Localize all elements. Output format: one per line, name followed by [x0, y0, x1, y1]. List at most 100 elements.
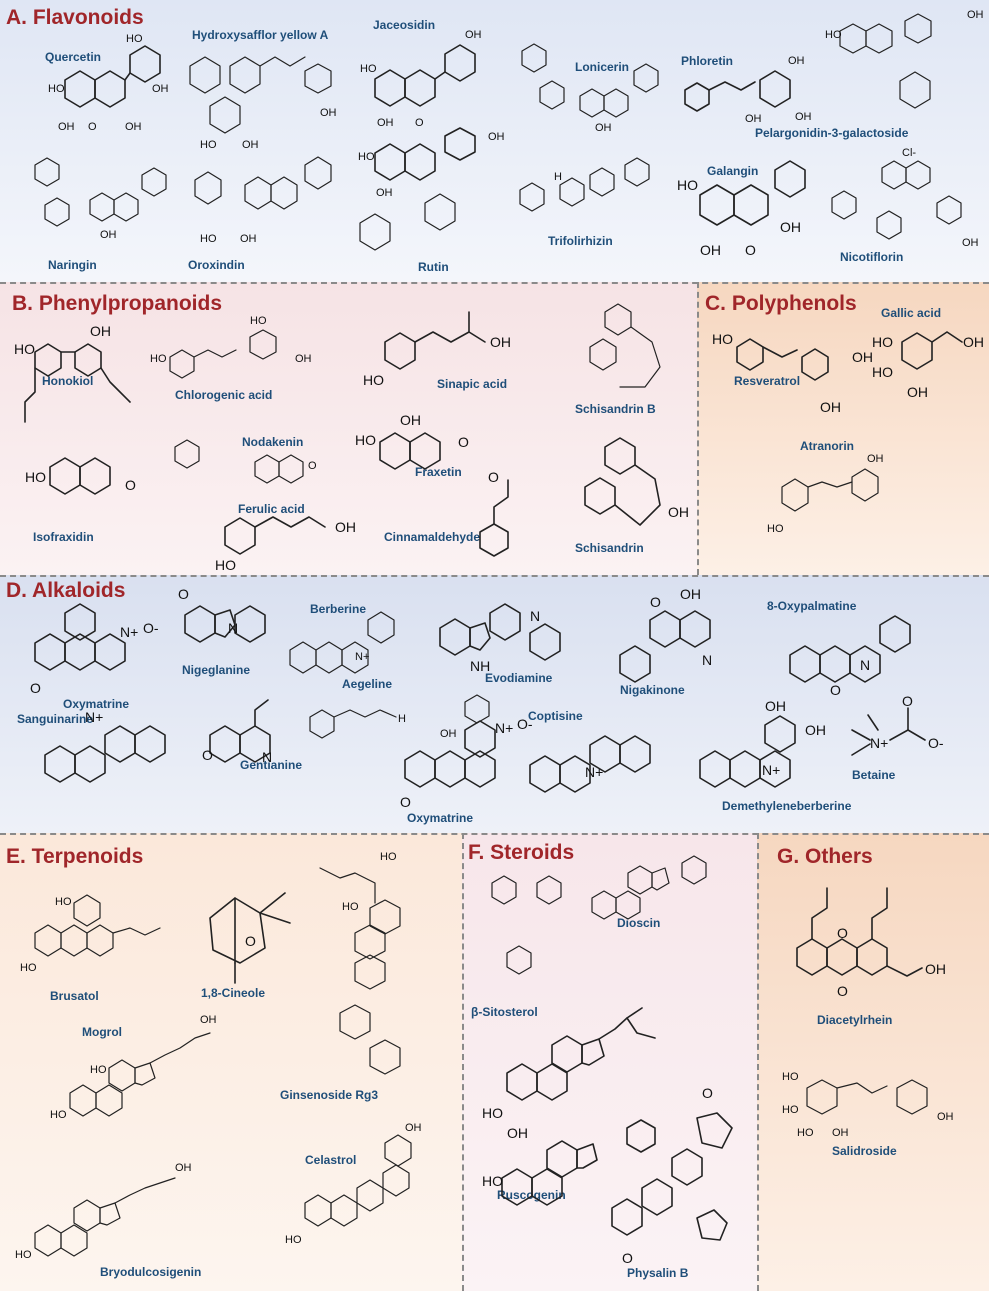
compound-berberine: Berberine N+	[275, 590, 440, 700]
atom-label: OH	[90, 323, 111, 339]
structure-ruscogenin: HO OH	[482, 1119, 656, 1206]
compound-fraxetin: Fraxetin HO OH O	[350, 407, 500, 497]
atom-label: H	[398, 713, 406, 725]
compound-label: Mogrol	[82, 1025, 122, 1039]
compound-label: Rutin	[418, 260, 449, 274]
compound-naringin: Naringin OH	[20, 150, 180, 275]
compound-beta-sitosterol: β-Sitosterol HO	[471, 993, 697, 1133]
atom-label: OH	[852, 349, 873, 365]
compound-label: Brusatol	[50, 989, 99, 1003]
atom-label: HO	[872, 364, 893, 380]
atom-label: O	[415, 117, 424, 129]
atom-label: OH	[925, 961, 946, 977]
atom-label: HO	[825, 29, 842, 41]
atom-label: HO	[712, 331, 733, 347]
structure-nodakenin: O	[174, 439, 317, 484]
compound-gallic-acid: Gallic acid HO HO OH OH	[867, 302, 987, 402]
structure-quercetin: HO OH O OH HO OH	[48, 33, 169, 133]
compound-label: Oxymatrine	[407, 811, 474, 825]
structure-schisandrin: OH	[584, 437, 689, 526]
compound-hydroxysafflor-yellow-a: Hydroxysafflor yellow A OH HO OH	[180, 26, 350, 156]
compound-ferulic-acid: Ferulic acid OH HO	[195, 482, 365, 573]
compound-label: Jaceosidin	[373, 18, 436, 32]
atom-label: OH	[320, 107, 337, 119]
compound-aegeline: Aegeline H OH	[300, 677, 590, 742]
atom-label: HO	[15, 1249, 32, 1261]
compound-label: Gallic acid	[881, 306, 942, 320]
panel-flavonoids: A. Flavonoids Quercetin HO OH O OH HO OH…	[0, 0, 989, 282]
compound-label: Quercetin	[45, 50, 102, 64]
atom-label: HO	[782, 1104, 799, 1116]
atom-label: HO	[360, 63, 377, 75]
compound-bryodulcosigenin: Bryodulcosigenin HO OH	[15, 1162, 255, 1288]
structure-8-oxypalmatine: N O	[789, 615, 911, 698]
compound-label: Atranorin	[800, 439, 854, 453]
structure-cinnamaldehyde: O	[479, 469, 509, 557]
atom-label: N	[702, 652, 712, 668]
atom-label: OH	[240, 233, 257, 245]
compound-diacetylrhein: Diacetylrhein O O OH	[777, 878, 977, 1028]
atom-label: OH	[937, 1111, 954, 1123]
panel-title: B. Phenylpropanoids	[12, 292, 223, 315]
atom-label: OH	[465, 29, 482, 41]
divider	[757, 833, 759, 1291]
structure-rutin: HO OH OH	[358, 127, 505, 251]
atom-label: OH	[595, 122, 612, 134]
atom-label: O	[902, 693, 913, 709]
compound-label: β-Sitosterol	[471, 1005, 538, 1019]
compound-betaine: Betaine N+ O O-	[840, 693, 980, 795]
atom-label: HO	[200, 233, 217, 245]
atom-label: Cl-	[902, 147, 916, 159]
atom-label: OH	[376, 187, 393, 199]
structure-chlorogenic-acid: HO HO OH	[150, 315, 312, 379]
atom-label: HO	[677, 177, 698, 193]
structure-celastrol: OH HO	[285, 1122, 422, 1246]
atom-label: HO	[482, 1105, 503, 1121]
compound-label: Oroxindin	[188, 258, 245, 272]
panel-terpenoids: E. Terpenoids Brusatol HO HO 1,8-Cineole…	[0, 833, 462, 1291]
compound-nicotiflorin: Nicotiflorin Cl- OH	[822, 147, 987, 278]
divider	[0, 282, 989, 284]
compound-label: Nigeglanine	[182, 663, 251, 677]
compound-label: Berberine	[310, 602, 367, 616]
compound-ruscogenin: Ruscogenin HO OH	[477, 1118, 707, 1263]
structure-naringin: OH	[34, 157, 167, 241]
compound-label: Sinapic acid	[437, 377, 508, 391]
atom-label: OH	[400, 412, 421, 428]
atom-label: N+	[355, 651, 369, 663]
atom-label: O	[88, 121, 97, 133]
compound-label: Betaine	[852, 768, 896, 782]
atom-label: OH	[440, 728, 457, 740]
compound-coptisine: Coptisine N+	[510, 705, 695, 815]
structure-isofraxidin: HO O	[25, 457, 136, 495]
structure-dioscin	[491, 855, 707, 975]
compound-label: Aegeline	[342, 677, 393, 691]
structure-pelargonidin-3-galactoside: HO OH	[825, 9, 984, 109]
structure-resveratrol: HO OH OH	[712, 331, 873, 415]
atom-label: OH	[668, 504, 689, 520]
compound-mogrol: Mogrol HO HO OH	[40, 1013, 260, 1138]
atom-label: H	[554, 171, 562, 183]
panel-title: A. Flavonoids	[6, 6, 144, 29]
atom-label: OH	[175, 1162, 192, 1174]
structure-lonicerin: OH	[521, 43, 659, 134]
panel-steroids: F. Steroids Dioscin β-Sitosterol HO R	[462, 833, 757, 1291]
divider	[697, 282, 699, 575]
atom-label: N	[860, 657, 870, 673]
compound-honokiol: Honokiol HO OH	[10, 322, 150, 432]
compound-celastrol: Celastrol OH HO	[280, 1122, 460, 1273]
structure-ferulic-acid: OH HO	[215, 516, 356, 573]
atom-label: OH	[377, 117, 394, 129]
compound-label: Naringin	[48, 258, 97, 272]
atom-label: HO	[14, 341, 35, 357]
atom-label: HO	[90, 1064, 107, 1076]
compound-demethyleneberberine: Demethyleneberberine N+ OH OH	[680, 698, 860, 820]
atom-label: HO	[50, 1109, 67, 1121]
structure-demethyleneberberine: N+ OH OH	[699, 698, 826, 788]
atom-label: HO	[767, 523, 784, 535]
compound-label: Sanguinarine	[17, 712, 94, 726]
structure-honokiol: HO OH	[14, 323, 131, 423]
compound-label: Nodakenin	[242, 435, 304, 449]
atom-label: HO	[215, 557, 236, 573]
atom-label: N	[262, 749, 272, 765]
